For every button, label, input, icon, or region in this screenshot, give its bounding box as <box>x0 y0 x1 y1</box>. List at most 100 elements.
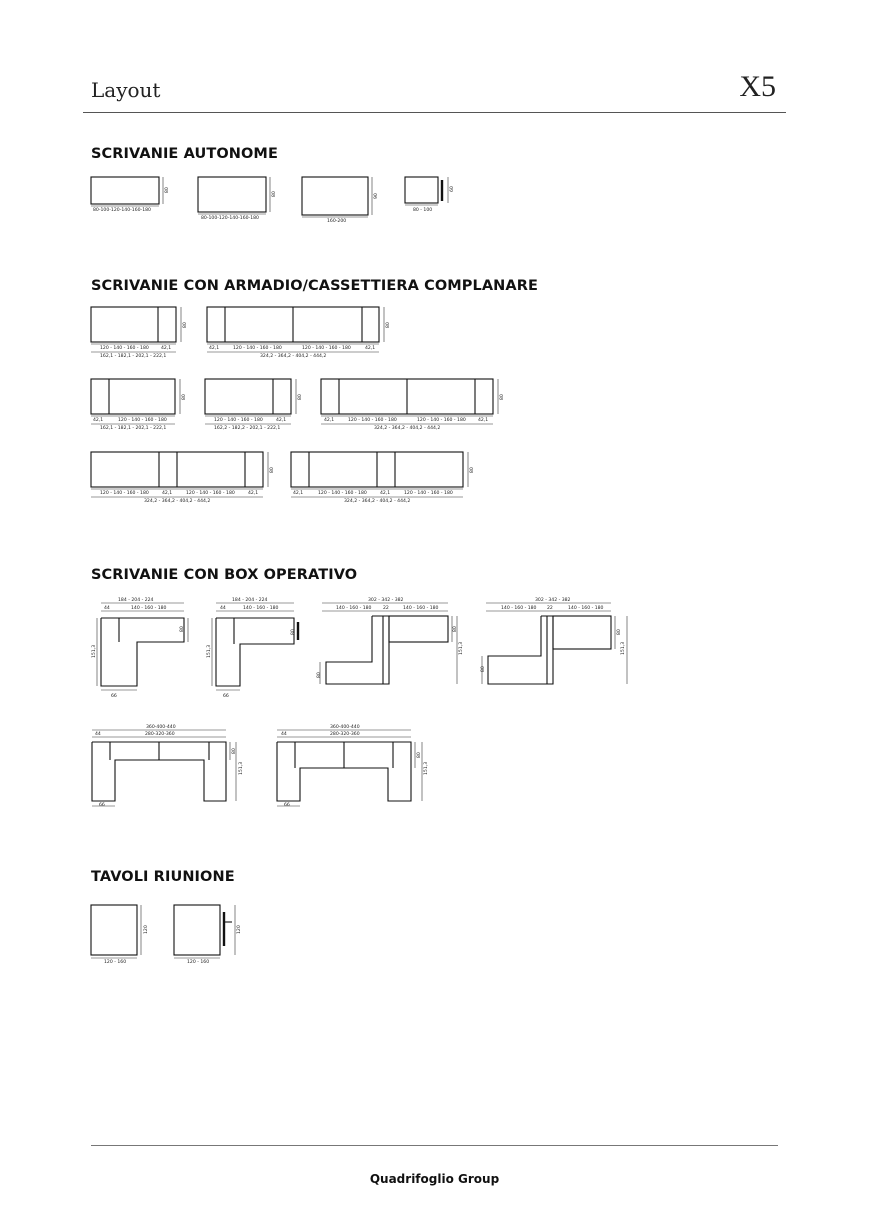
svg-text:162,1 - 182,1 - 202,1 - 222,1: 162,1 - 182,1 - 202,1 - 222,1 <box>100 425 166 431</box>
svg-text:80: 80 <box>179 626 185 632</box>
svg-text:44: 44 <box>104 605 110 611</box>
svg-text:184 - 204 - 224: 184 - 204 - 224 <box>118 597 154 603</box>
svg-text:42,1: 42,1 <box>365 345 375 351</box>
desk-cabinet-plan-3: 42,1 120 - 140 - 160 - 180 162,1 - 182,1… <box>90 378 187 431</box>
svg-text:120 - 140 - 160 - 180: 120 - 140 - 160 - 180 <box>348 417 397 423</box>
section-title-autonome: SCRIVANIE AUTONOME <box>91 146 278 162</box>
svg-text:80: 80 <box>290 629 296 635</box>
svg-text:80: 80 <box>452 626 458 632</box>
page-title: Layout <box>91 78 161 102</box>
svg-text:80: 80 <box>385 322 391 328</box>
desk-plan-2: 80-100-120-140-160-180 80 <box>197 176 277 221</box>
svg-text:80: 80 <box>480 666 486 672</box>
svg-text:302 - 342 - 382: 302 - 342 - 382 <box>368 597 404 603</box>
svg-text:66: 66 <box>99 802 105 808</box>
svg-text:80: 80 <box>416 752 422 758</box>
svg-text:22: 22 <box>383 605 389 611</box>
dim-width: 80-100-120-140-160-180 <box>93 207 151 213</box>
svg-text:42,1: 42,1 <box>293 490 303 496</box>
svg-text:360-400-440: 360-400-440 <box>330 724 360 730</box>
svg-text:324,2 - 364,2 - 404,2 - 444,2: 324,2 - 364,2 - 404,2 - 444,2 <box>260 353 326 359</box>
desk-cabinet-plan-2: 42,1 120 - 140 - 160 - 180 120 - 140 - 1… <box>206 306 391 359</box>
svg-text:140 - 160 - 180: 140 - 160 - 180 <box>501 605 537 611</box>
svg-text:120 - 140 - 160 - 180: 120 - 140 - 160 - 180 <box>100 490 149 496</box>
svg-text:42,1: 42,1 <box>478 417 488 423</box>
svg-text:140 - 160 - 180: 140 - 160 - 180 <box>131 605 167 611</box>
svg-text:120: 120 <box>236 925 242 934</box>
svg-text:80: 80 <box>316 672 322 678</box>
svg-text:162,1 - 182,1 - 202,1 - 222,1: 162,1 - 182,1 - 202,1 - 222,1 <box>100 353 166 359</box>
svg-text:42,1: 42,1 <box>162 490 172 496</box>
svg-text:120 - 160: 120 - 160 <box>104 959 126 965</box>
svg-text:80: 80 <box>181 394 187 400</box>
svg-text:42,1: 42,1 <box>209 345 219 351</box>
svg-text:120: 120 <box>143 925 149 934</box>
box-desk-plan-5: 360-400-440 280-320-360 44 151,3 80 66 <box>91 724 244 808</box>
svg-text:120 - 140 - 160 - 180: 120 - 140 - 160 - 180 <box>318 490 367 496</box>
meeting-table-plan-2: 120 - 160 120 <box>173 904 242 965</box>
dim-width: 80-100-120-140-160-180 <box>201 215 259 221</box>
svg-text:120 - 140 - 160 - 180: 120 - 140 - 160 - 180 <box>100 345 149 351</box>
dim-width: 80 - 100 <box>413 207 432 213</box>
desk-plan-4: 80 - 100 60 <box>404 176 455 213</box>
svg-text:280-320-360: 280-320-360 <box>330 731 360 737</box>
desk-cabinet-plan-6: 120 - 140 - 160 - 180 42,1 120 - 140 - 1… <box>90 451 275 504</box>
svg-text:120 - 140 - 160 - 180: 120 - 140 - 160 - 180 <box>233 345 282 351</box>
section-title-armadio: SCRIVANIE CON ARMADIO/CASSETTIERA COMPLA… <box>91 278 538 294</box>
box-desk-plan-2: 184 - 204 - 224 44 140 - 160 - 180 151,3… <box>206 597 300 699</box>
svg-text:44: 44 <box>220 605 226 611</box>
svg-text:360-400-440: 360-400-440 <box>146 724 176 730</box>
svg-text:120 - 140 - 160 - 180: 120 - 140 - 160 - 180 <box>404 490 453 496</box>
svg-text:42,1: 42,1 <box>161 345 171 351</box>
svg-text:42,1: 42,1 <box>276 417 286 423</box>
svg-text:42,1: 42,1 <box>324 417 334 423</box>
svg-text:324,2 - 364,2 - 404,2 - 444,2: 324,2 - 364,2 - 404,2 - 444,2 <box>344 498 410 504</box>
svg-text:120 - 140 - 160 - 180: 120 - 140 - 160 - 180 <box>214 417 263 423</box>
svg-text:140 - 160 - 180: 140 - 160 - 180 <box>403 605 439 611</box>
desk-cabinet-plan-1: 120 - 140 - 160 - 180 42,1 162,1 - 182,1… <box>90 306 188 359</box>
svg-text:120 - 140 - 160 - 180: 120 - 140 - 160 - 180 <box>417 417 466 423</box>
svg-text:80: 80 <box>182 322 188 328</box>
svg-text:42,1: 42,1 <box>93 417 103 423</box>
svg-text:66: 66 <box>223 693 229 699</box>
svg-text:42,1: 42,1 <box>380 490 390 496</box>
svg-text:140 - 160 - 180: 140 - 160 - 180 <box>243 605 279 611</box>
dim-depth: 80 <box>164 187 170 193</box>
svg-text:80: 80 <box>297 394 303 400</box>
desk-cabinet-plan-5: 42,1 120 - 140 - 160 - 180 120 - 140 - 1… <box>320 378 505 431</box>
svg-text:80: 80 <box>269 467 275 473</box>
desk-cabinet-plan-4: 120 - 140 - 160 - 180 42,1 162,2 - 182,2… <box>204 378 303 431</box>
section-title-box: SCRIVANIE CON BOX OPERATIVO <box>91 567 358 583</box>
svg-text:151,3: 151,3 <box>458 642 464 655</box>
svg-text:151,3: 151,3 <box>620 642 626 655</box>
svg-text:302 - 342 - 382: 302 - 342 - 382 <box>535 597 571 603</box>
svg-text:151,3: 151,3 <box>91 645 97 658</box>
section-title-riunione: TAVOLI RIUNIONE <box>91 869 235 885</box>
svg-text:42,1: 42,1 <box>248 490 258 496</box>
svg-text:280-320-360: 280-320-360 <box>145 731 175 737</box>
svg-text:120 - 140 - 160 - 180: 120 - 140 - 160 - 180 <box>118 417 167 423</box>
box-desk-plan-1: 184 - 204 - 224 44 140 - 160 - 180 151,3… <box>91 597 189 699</box>
svg-text:151,3: 151,3 <box>206 645 212 658</box>
box-desk-plan-4: 302 - 342 - 382 140 - 160 - 180 22 140 -… <box>480 597 628 685</box>
dim-depth: 90 <box>373 193 379 199</box>
page-code: X5 <box>739 70 776 103</box>
svg-text:140 - 160 - 180: 140 - 160 - 180 <box>336 605 372 611</box>
svg-text:184 - 204 - 224: 184 - 204 - 224 <box>232 597 268 603</box>
svg-text:44: 44 <box>95 731 101 737</box>
svg-text:324,2 - 364,2 - 404,2 - 444,2: 324,2 - 364,2 - 404,2 - 444,2 <box>144 498 210 504</box>
svg-text:44: 44 <box>281 731 287 737</box>
svg-text:66: 66 <box>111 693 117 699</box>
svg-text:120 - 140 - 160 - 180: 120 - 140 - 160 - 180 <box>302 345 351 351</box>
box-desk-plan-3: 302 - 342 - 382 140 - 160 - 180 22 140 -… <box>316 597 464 685</box>
svg-text:324,2 - 364,2 - 404,2 - 444,2: 324,2 - 364,2 - 404,2 - 444,2 <box>374 425 440 431</box>
svg-text:151,3: 151,3 <box>238 762 244 775</box>
svg-text:80: 80 <box>469 467 475 473</box>
dim-depth: 60 <box>449 186 455 192</box>
svg-text:80: 80 <box>616 629 622 635</box>
svg-text:162,2 - 182,2 - 202,1 - 222,1: 162,2 - 182,2 - 202,1 - 222,1 <box>214 425 280 431</box>
meeting-table-plan-1: 120 - 160 120 <box>90 904 149 965</box>
box-desk-plan-6: 360-400-440 280-320-360 44 151,3 80 66 <box>276 724 429 808</box>
svg-text:22: 22 <box>547 605 553 611</box>
